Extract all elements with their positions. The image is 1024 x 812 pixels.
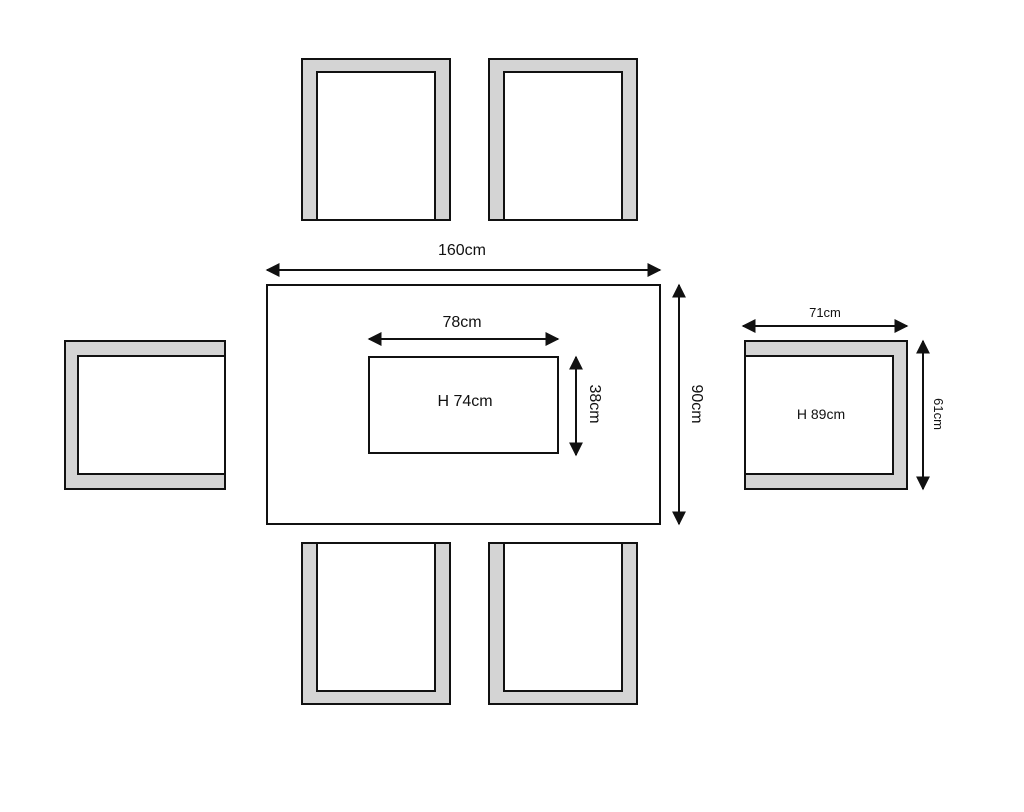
chair-left [64, 340, 226, 490]
label-table-height: H 74cm [437, 393, 492, 410]
label-table-length: 160cm [438, 242, 486, 259]
label-chair-depth: 61cm [931, 398, 946, 430]
chair-bottom-left [301, 542, 451, 705]
chair-right [744, 340, 908, 490]
table-inner-panel [368, 356, 559, 454]
chair-bottom-right [488, 542, 638, 705]
label-inner-width: 38cm [586, 384, 603, 423]
chair-top-left [301, 58, 451, 221]
chair-top-right [488, 58, 638, 221]
label-table-width: 90cm [688, 384, 705, 423]
label-chair-height: H 89cm [797, 406, 845, 422]
label-chair-width: 71cm [809, 305, 841, 320]
label-inner-length: 78cm [442, 314, 481, 331]
